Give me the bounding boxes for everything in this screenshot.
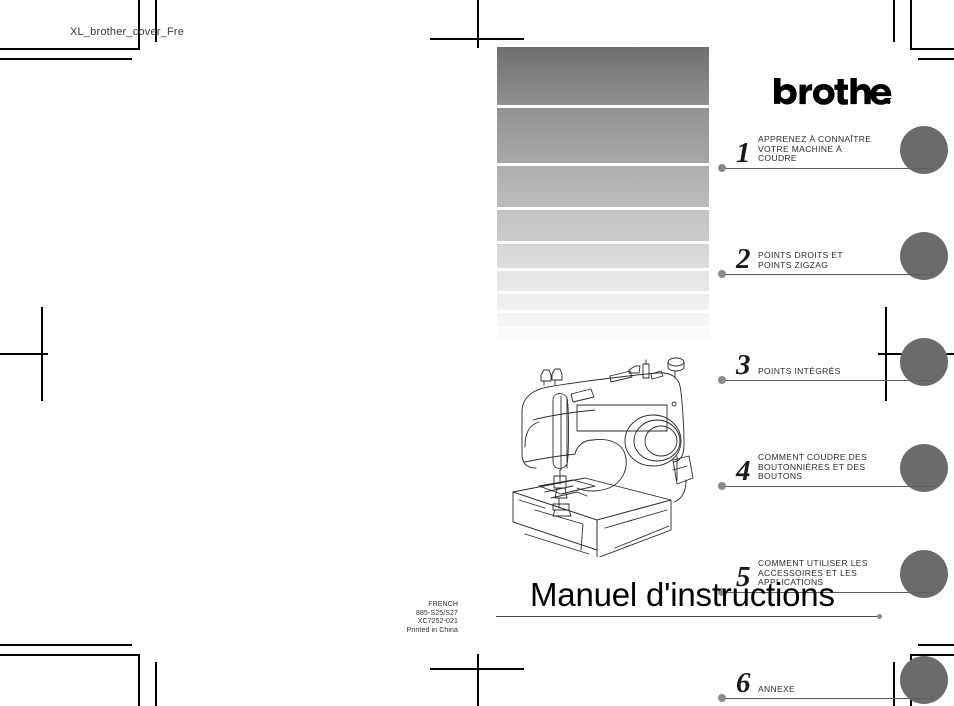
colophon-part-number: XC7252-021 bbox=[417, 618, 458, 626]
crop-mark-top-right-bleed bbox=[893, 0, 895, 42]
crop-mark-bottom-left-bleed bbox=[155, 662, 157, 706]
gradient-band-2 bbox=[497, 108, 709, 163]
gradient-band-5 bbox=[497, 244, 709, 268]
chapter-number-2: 2 bbox=[736, 243, 751, 275]
registration-mark-left-middle-horizontal bbox=[0, 353, 48, 355]
chapter-label-2: POINTS DROITS ET POINTS ZIGZAG bbox=[758, 250, 843, 270]
colophon-language: FRENCH bbox=[428, 601, 458, 608]
colophon: FRENCH 885-S25/S27 XC7252-021 Printed in… bbox=[370, 601, 458, 635]
chapter-label-3: POINTS INTÉGRÉS bbox=[758, 366, 841, 376]
gradient-band-8 bbox=[497, 313, 709, 326]
gradient-band-7 bbox=[497, 294, 709, 310]
gradient-band-9 bbox=[497, 329, 709, 339]
crop-mark-top-right-horizontal bbox=[910, 48, 954, 50]
crop-mark-top-right-vertical bbox=[910, 0, 912, 48]
chapter-label-4: COMMENT COUDRE DES BOUTONNIÈRES ET DES B… bbox=[758, 452, 868, 482]
crop-mark-top-left-vertical bbox=[138, 0, 140, 48]
chapter-item-1[interactable]: 1 APPRENEZ À CONNAÎTRE VOTRE MACHINE À C… bbox=[718, 122, 954, 175]
chapter-bullet-dot-4 bbox=[718, 482, 726, 490]
gradient-band-3 bbox=[497, 166, 709, 207]
crop-mark-bottom-right-bleed-h bbox=[918, 644, 954, 646]
title-underline bbox=[496, 614, 882, 619]
gradient-band-1 bbox=[497, 47, 709, 105]
registration-mark-bottom-center-vertical bbox=[477, 654, 479, 706]
gradient-band-6 bbox=[497, 271, 709, 291]
chapter-number-4: 4 bbox=[736, 455, 751, 487]
gradient-band-stack bbox=[497, 47, 709, 342]
registration-mark-bottom-center-horizontal bbox=[430, 668, 524, 670]
colophon-origin: Printed in China bbox=[406, 626, 458, 634]
gradient-band-4 bbox=[497, 210, 709, 241]
brother-logo bbox=[772, 74, 892, 108]
registration-mark-top-center-horizontal bbox=[430, 38, 524, 40]
chapter-tab-circle-3[interactable] bbox=[900, 338, 948, 386]
chapter-item-3[interactable]: 3 POINTS INTÉGRÉS bbox=[718, 334, 954, 387]
chapter-rule-5 bbox=[722, 592, 934, 593]
chapter-item-5[interactable]: 5 COMMENT UTILISER LES ACCESSOIRES ET LE… bbox=[718, 546, 954, 599]
chapter-rule-1 bbox=[722, 168, 934, 169]
chapter-tab-circle-2[interactable] bbox=[900, 232, 948, 280]
chapter-tab-circle-4[interactable] bbox=[900, 444, 948, 492]
chapter-bullet-dot-6 bbox=[718, 694, 726, 702]
chapter-tab-circle-6[interactable] bbox=[900, 656, 948, 704]
crop-mark-top-left-horizontal bbox=[0, 48, 140, 50]
page-title: Manuel d'instructions bbox=[530, 576, 835, 613]
chapter-rule-3 bbox=[722, 380, 934, 381]
chapter-bullet-dot-1 bbox=[718, 164, 726, 172]
chapter-tab-circle-1[interactable] bbox=[900, 126, 948, 174]
chapter-rule-4 bbox=[722, 486, 934, 487]
chapter-item-2[interactable]: 2 POINTS DROITS ET POINTS ZIGZAG bbox=[718, 228, 954, 281]
crop-mark-bottom-right-horizontal bbox=[910, 654, 954, 656]
registered-mark-dot bbox=[886, 99, 891, 105]
crop-mark-top-left-bleed-h bbox=[0, 58, 132, 60]
chapter-label-5: COMMENT UTILISER LES ACCESSOIRES ET LES … bbox=[758, 558, 868, 588]
chapter-bullet-dot-3 bbox=[718, 376, 726, 384]
chapter-label-6: ANNEXE bbox=[758, 684, 796, 694]
chapter-number-5: 5 bbox=[736, 561, 751, 593]
chapter-tab-circle-5[interactable] bbox=[900, 550, 948, 598]
chapter-rule-6 bbox=[722, 698, 934, 699]
colophon-model-code: 885-S25/S27 bbox=[416, 609, 458, 617]
chapter-index: 1 APPRENEZ À CONNAÎTRE VOTRE MACHINE À C… bbox=[718, 122, 954, 704]
chapter-rule-2 bbox=[722, 274, 934, 275]
chapter-item-6[interactable]: 6 ANNEXE bbox=[718, 652, 954, 705]
chapter-number-1: 1 bbox=[736, 137, 751, 169]
crop-mark-top-left-bleed bbox=[155, 0, 157, 42]
chapter-item-4[interactable]: 4 COMMENT COUDRE DES BOUTONNIÈRES ET DES… bbox=[718, 440, 954, 493]
title-underline-dot bbox=[877, 614, 882, 619]
chapter-label-1: APPRENEZ À CONNAÎTRE VOTRE MACHINE À COU… bbox=[758, 134, 872, 164]
crop-mark-bottom-left-vertical bbox=[138, 654, 140, 706]
crop-mark-top-right-bleed-h bbox=[918, 58, 954, 60]
chapter-bullet-dot-5 bbox=[718, 588, 726, 596]
registration-mark-top-center-vertical bbox=[477, 0, 479, 48]
chapter-number-6: 6 bbox=[736, 667, 751, 699]
crop-mark-bottom-left-horizontal bbox=[0, 654, 140, 656]
chapter-bullet-dot-2 bbox=[718, 270, 726, 278]
chapter-number-3: 3 bbox=[736, 349, 751, 381]
crop-mark-bottom-left-bleed-h bbox=[0, 644, 132, 646]
title-block: Manuel d'instructions bbox=[496, 575, 896, 619]
file-slug: XL_brother_cover_Fre bbox=[70, 26, 185, 38]
crop-mark-bottom-right-bleed bbox=[893, 662, 895, 706]
sewing-machine-illustration bbox=[505, 352, 707, 557]
